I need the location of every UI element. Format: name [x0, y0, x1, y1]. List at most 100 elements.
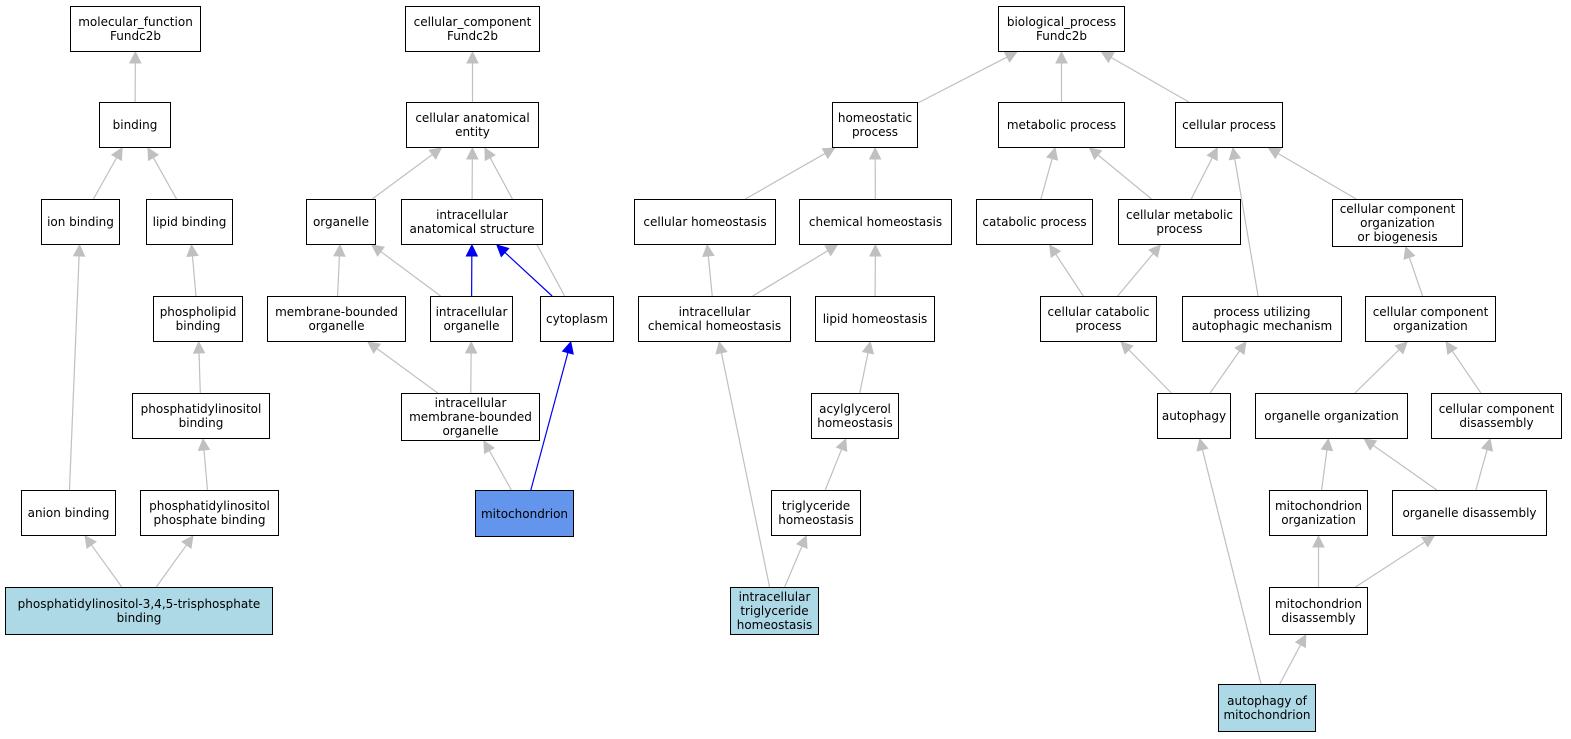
edge-homeostatic-to-bp-root	[917, 51, 1018, 104]
arrowhead-icon	[484, 147, 496, 162]
node-bp-root[interactable]: biological_process Fundc2b	[998, 6, 1125, 52]
edge-mito-org-to-org-org	[1320, 437, 1334, 491]
edge-line	[68, 255, 80, 491]
edge-cellular-process-to-bp-root	[1100, 51, 1190, 103]
node-cae[interactable]: cellular anatomical entity	[406, 102, 539, 148]
arrowhead-icon	[1003, 51, 1018, 63]
edge-line	[1451, 350, 1482, 394]
edge-itg-homeo-to-icell-chem	[715, 340, 771, 588]
node-binding[interactable]: binding	[99, 102, 171, 148]
edge-line	[752, 250, 829, 297]
node-cell-homeo[interactable]: cellular homeostasis	[634, 199, 776, 245]
edge-cell-metab-to-metabolic	[1088, 147, 1152, 200]
node-lipid-binding[interactable]: lipid binding	[146, 199, 233, 245]
node-itg-homeo[interactable]: intracellular triglyceride homeostasis	[730, 587, 819, 635]
node-cco[interactable]: cellular component organization	[1365, 296, 1496, 342]
node-acyl-homeo[interactable]: acylglycerol homeostasis	[811, 393, 899, 439]
arrowhead-icon	[824, 244, 839, 257]
edge-ias-to-cae	[466, 146, 479, 200]
edge-pip3-binding-to-anion-binding	[84, 535, 123, 588]
node-io[interactable]: intracellular organelle	[430, 296, 513, 342]
arrowhead-icon	[192, 340, 206, 354]
node-org-dis[interactable]: organelle disassembly	[1392, 490, 1547, 536]
edge-pip-binding-to-pi-binding	[197, 437, 211, 491]
node-mito-org[interactable]: mitochondrion organization	[1269, 490, 1368, 536]
arrowhead-icon	[371, 244, 385, 257]
node-homeostatic[interactable]: homeostatic process	[832, 102, 918, 148]
edge-cell-homeo-to-homeostatic	[745, 147, 836, 200]
arrowhead-icon	[466, 50, 479, 64]
arrowhead-icon	[561, 340, 574, 355]
arrowhead-icon	[1403, 245, 1416, 260]
edge-cell-metab-to-cellular-process	[1190, 147, 1218, 200]
edge-line	[917, 56, 1008, 104]
edge-lipid-binding-to-binding	[147, 147, 178, 200]
arrowhead-icon	[1320, 437, 1334, 452]
arrowhead-icon	[869, 243, 882, 257]
edge-cytoplasm-to-ias	[496, 244, 553, 297]
node-ias[interactable]: intracellular anatomical structure	[401, 199, 543, 245]
edge-line	[336, 255, 341, 297]
edge-catabolic-to-metabolic	[1040, 146, 1059, 200]
node-cell-catab[interactable]: cellular catabolic process	[1040, 296, 1157, 342]
edge-line	[1354, 349, 1400, 394]
node-mito-dis[interactable]: mitochondrion disassembly	[1269, 587, 1368, 635]
arrowhead-icon	[428, 147, 443, 160]
node-icell-chem[interactable]: intracellular chemical homeostasis	[638, 296, 791, 342]
node-phospholipid-binding[interactable]: phospholipid binding	[153, 296, 243, 342]
node-mf-root[interactable]: molecular_function Fundc2b	[70, 6, 201, 52]
edge-anion-binding-to-ion-binding	[68, 243, 86, 491]
edge-line	[530, 352, 569, 491]
node-chem-homeo[interactable]: chemical homeostasis	[799, 199, 952, 245]
edge-icell-chem-to-cell-homeo	[702, 243, 715, 297]
node-cc-root[interactable]: cellular_component Fundc2b	[405, 6, 540, 52]
edge-cae-to-cc-root	[466, 50, 479, 102]
node-catabolic[interactable]: catabolic process	[976, 199, 1093, 245]
arrowhead-icon	[715, 340, 728, 355]
node-autophagy[interactable]: autophagy	[1157, 393, 1231, 439]
node-mitochondrion[interactable]: mitochondrion	[475, 490, 574, 537]
node-cellular-process[interactable]: cellular process	[1175, 102, 1283, 148]
arrowhead-icon	[1228, 146, 1242, 161]
node-pip3-binding[interactable]: phosphatidylinositol-3,4,5-trisphosphate…	[5, 587, 273, 635]
node-pip-binding[interactable]: phosphatidylinositol phosphate binding	[140, 490, 279, 536]
edge-org-org-to-cco	[1354, 341, 1408, 394]
node-tg-homeo[interactable]: triglyceride homeostasis	[771, 490, 861, 536]
node-lipid-homeo[interactable]: lipid homeostasis	[815, 296, 935, 342]
arrowhead-icon	[821, 147, 836, 160]
node-pi-binding[interactable]: phosphatidylinositol binding	[132, 393, 270, 439]
edge-line	[720, 352, 771, 588]
arrowhead-icon	[868, 146, 882, 160]
edge-binding-to-mf-root	[129, 50, 142, 103]
edge-org-dis-to-ccd	[1475, 437, 1494, 491]
arrowhead-icon	[483, 440, 496, 455]
edge-io-to-organelle	[371, 244, 441, 297]
node-metabolic[interactable]: metabolic process	[998, 102, 1125, 148]
node-organelle[interactable]: organelle	[306, 199, 376, 245]
edge-line	[1190, 157, 1213, 200]
node-mbo[interactable]: membrane-bounded organelle	[267, 296, 406, 342]
node-cytoplasm[interactable]: cytoplasm	[540, 296, 614, 342]
edge-mbo-to-organelle	[333, 243, 346, 297]
node-imbo[interactable]: intracellular membrane-bounded organelle	[401, 393, 540, 441]
node-ion-binding[interactable]: ion binding	[41, 199, 120, 245]
edge-mitophagy-to-autophagy	[1196, 437, 1262, 685]
arrowhead-icon	[466, 146, 479, 160]
node-puam[interactable]: process utilizing autophagic mechanism	[1182, 296, 1342, 342]
arrowhead-icon	[1120, 341, 1134, 355]
node-anion-binding[interactable]: anion binding	[21, 490, 116, 536]
node-cell-metab[interactable]: cellular metabolic process	[1118, 199, 1241, 245]
arrowhead-icon	[84, 535, 97, 550]
edge-organelle-to-cae	[371, 147, 443, 200]
edge-mitophagy-to-mito-dis	[1279, 634, 1307, 685]
edge-ccd-to-cco	[1445, 341, 1482, 394]
node-ccob[interactable]: cellular component organization or bioge…	[1332, 199, 1463, 247]
edge-imbo-to-io	[464, 340, 478, 394]
node-org-org[interactable]: organelle organization	[1255, 393, 1408, 439]
edge-cell-catab-to-cell-metab	[1117, 244, 1162, 297]
arrowhead-icon	[861, 340, 875, 355]
arrowhead-icon	[795, 534, 808, 550]
node-mitophagy[interactable]: autophagy of mitochondrion	[1218, 684, 1316, 732]
node-ccd[interactable]: cellular component disassembly	[1431, 393, 1562, 439]
edge-line	[1201, 449, 1262, 685]
